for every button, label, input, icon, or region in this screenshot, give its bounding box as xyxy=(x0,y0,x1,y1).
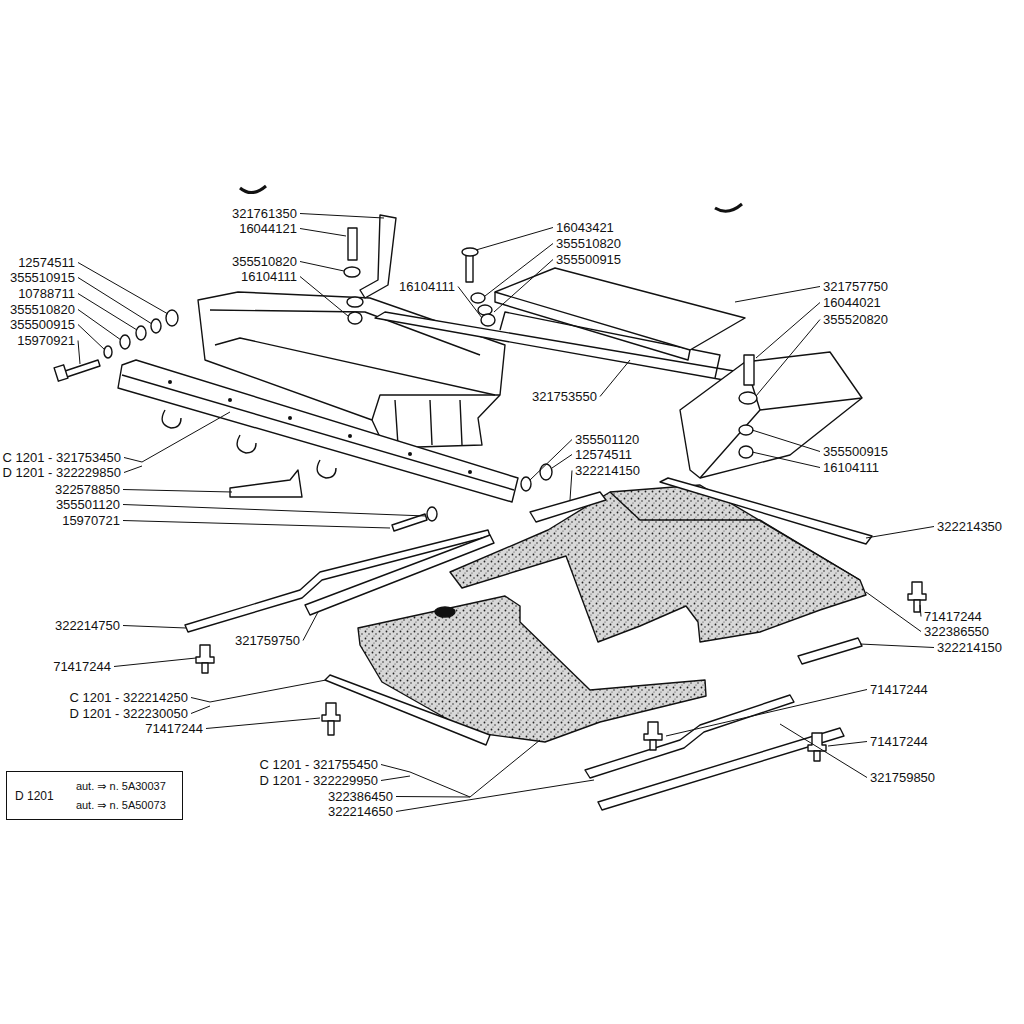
leader-line xyxy=(123,490,232,493)
part-number: 355501120 xyxy=(56,497,120,512)
part-number: 355510915 xyxy=(10,270,75,285)
leader-line xyxy=(410,772,470,797)
leader-line xyxy=(780,724,867,778)
leader-line xyxy=(866,592,921,632)
serial-note: aut. ⇒ n. 5A50073 xyxy=(76,798,174,812)
leader-line xyxy=(300,214,384,219)
part-number: 355500915 xyxy=(10,317,75,332)
leader-line xyxy=(78,310,121,341)
part-number: 355520820 xyxy=(823,312,888,327)
leader-line xyxy=(752,430,820,452)
part-number: 16104111 xyxy=(823,460,879,475)
leader-line xyxy=(600,360,630,397)
part-number: C 1201 - 321755450 xyxy=(259,757,378,772)
leader-line xyxy=(666,690,867,737)
part-number: 71417244 xyxy=(870,734,928,749)
leader-line xyxy=(191,706,210,714)
leader-line xyxy=(381,776,410,781)
leader-line xyxy=(114,658,196,667)
leader-line xyxy=(494,260,553,313)
leader-line xyxy=(860,644,934,648)
leader-line xyxy=(866,527,934,539)
part-number: C 1201 - 322214250 xyxy=(69,690,188,705)
part-number: 71417244 xyxy=(870,682,928,697)
leader-line xyxy=(476,228,553,251)
part-number: 321759850 xyxy=(870,770,935,785)
part-number: 355510820 xyxy=(556,236,621,251)
part-number: 355500915 xyxy=(556,252,621,267)
note-box: D 1201 aut. ⇒ n. 5A30037 aut. ⇒ n. 5A50073 xyxy=(6,771,183,820)
leader-line xyxy=(530,440,572,481)
part-number: 16044121 xyxy=(239,221,297,236)
part-number: 322214150 xyxy=(937,640,1002,655)
leader-line xyxy=(552,455,572,469)
part-number: 12574511 xyxy=(18,255,75,270)
leader-line xyxy=(123,505,426,517)
part-number: 15970921 xyxy=(17,333,75,348)
part-number: 71417244 xyxy=(53,659,111,674)
part-number: 322386550 xyxy=(924,624,989,639)
leader-line xyxy=(191,680,326,702)
part-number: 322578850 xyxy=(55,482,120,497)
part-number: D 1201 - 322229950 xyxy=(259,773,378,788)
leader-line xyxy=(570,471,572,501)
part-number: 322214650 xyxy=(328,804,393,819)
part-number: 322386450 xyxy=(328,789,393,804)
leader-line xyxy=(78,341,80,365)
leader-line xyxy=(124,412,230,462)
leader-line xyxy=(303,612,318,641)
leader-line xyxy=(458,287,482,319)
leader-line xyxy=(300,229,346,237)
leader-line xyxy=(123,626,186,629)
part-number: 355510820 xyxy=(232,254,297,269)
leader-line xyxy=(752,452,820,468)
part-number: D 1201 - 322229850 xyxy=(2,465,121,480)
leader-line xyxy=(78,325,105,351)
leader-line xyxy=(300,262,344,272)
leader-line xyxy=(396,740,540,797)
part-number: D 1201 - 322230050 xyxy=(69,706,188,721)
part-number: 71417244 xyxy=(924,609,982,624)
part-number: 355501120 xyxy=(575,432,639,447)
part-number: 16044021 xyxy=(823,295,881,310)
part-number: 355500915 xyxy=(823,444,888,459)
leader-line xyxy=(920,605,921,617)
leader-line xyxy=(735,287,820,303)
part-number: 16043421 xyxy=(556,220,614,235)
part-number: 12574511 xyxy=(575,447,632,462)
part-number: 322214150 xyxy=(575,463,640,478)
leader-line xyxy=(124,466,142,473)
part-number: 321753550 xyxy=(532,389,597,404)
part-number: 71417244 xyxy=(145,721,203,736)
leader-line xyxy=(828,742,867,747)
leader-line xyxy=(396,780,594,812)
part-number: 321757750 xyxy=(823,279,888,294)
part-number: 16104111 xyxy=(399,279,455,294)
leader-line xyxy=(78,294,137,331)
part-number: 355510820 xyxy=(10,302,75,317)
serial-note: aut. ⇒ n. 5A30037 xyxy=(76,779,174,793)
leader-line xyxy=(206,718,320,729)
leader-line xyxy=(381,765,410,773)
model-name: D 1201 xyxy=(15,789,62,803)
leader-line xyxy=(123,521,390,529)
part-number: 322214350 xyxy=(937,519,1002,534)
leader-line xyxy=(485,244,553,297)
leader-line xyxy=(300,277,348,317)
part-number: C 1201 - 321753450 xyxy=(2,450,121,465)
leader-line xyxy=(756,320,820,397)
part-number: 322214750 xyxy=(55,618,120,633)
part-number: 321759750 xyxy=(235,633,300,648)
part-number: 10788711 xyxy=(18,286,75,301)
part-number: 15970721 xyxy=(62,513,120,528)
part-number: 321761350 xyxy=(232,206,297,221)
part-number: 16104111 xyxy=(241,269,297,284)
